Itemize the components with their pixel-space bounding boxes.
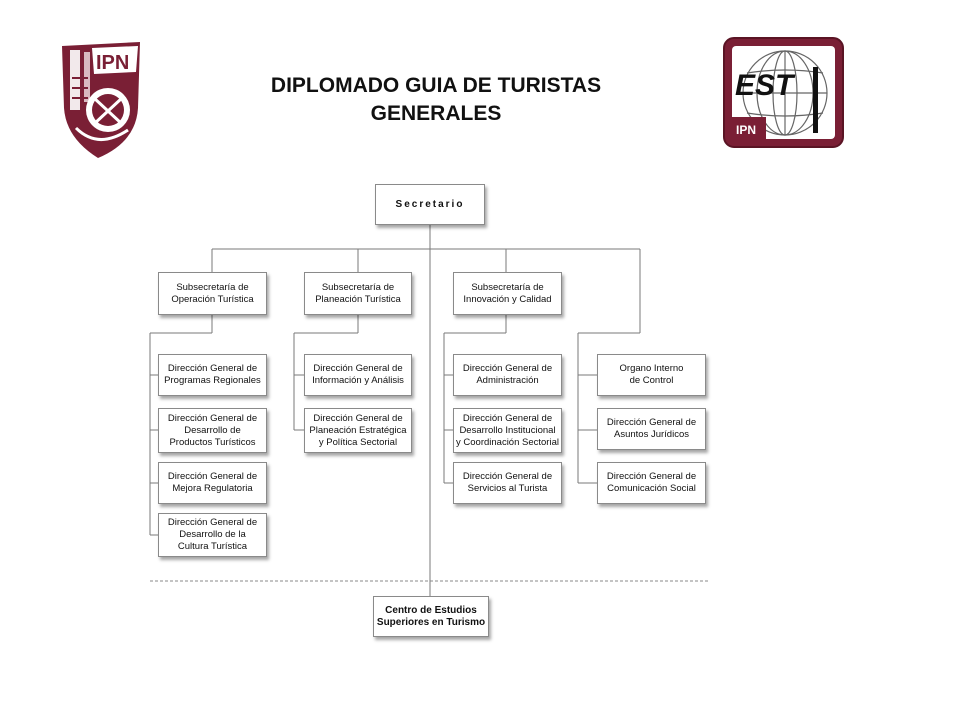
svg-text:EST: EST <box>735 69 796 102</box>
org-node-label: Cultura Turística <box>177 541 248 552</box>
org-node-label: Desarrollo de la <box>179 529 246 540</box>
org-node-label: Innovación y Calidad <box>463 293 552 305</box>
org-node-dg-comunicacion-social: Dirección General de Comunicación Social <box>597 462 706 504</box>
org-node-label: Comunicación Social <box>607 483 696 494</box>
org-node-label: Subsecretaría de <box>176 281 249 293</box>
org-node-subsecretaria-innovacion: Subsecretaría de Innovación y Calidad <box>453 272 562 315</box>
org-node-dg-planeacion-estrategica: Dirección General de Planeación Estratég… <box>304 408 412 453</box>
org-node-label: Dirección General de <box>606 471 697 482</box>
org-node-label: Dirección General de <box>462 363 553 374</box>
org-node-label: Centro de Estudios <box>385 604 477 616</box>
org-node-label: Dirección General de <box>462 471 553 482</box>
svg-text:IPN: IPN <box>736 123 756 137</box>
org-node-label: de Control <box>629 375 674 386</box>
org-node-label: Dirección General de <box>167 412 258 424</box>
org-node-label: Productos Turísticos <box>169 436 256 448</box>
org-node-organo-interno-control: Organo Interno de Control <box>597 354 706 396</box>
org-node-dg-cultura-turistica: Dirección General de Desarrollo de la Cu… <box>158 513 267 557</box>
est-logo: EST IPN <box>723 37 844 148</box>
org-node-dg-productos-turisticos: Dirección General de Desarrollo de Produ… <box>158 408 267 453</box>
org-node-dg-administracion: Dirección General de Administración <box>453 354 562 396</box>
page-title: DIPLOMADO GUIA DE TURISTAS GENERALES <box>230 72 642 128</box>
org-node-label: Subsecretaría de <box>471 281 544 293</box>
org-node-label: Servicios al Turista <box>467 483 548 494</box>
ipn-shield-icon: IPN <box>62 42 140 158</box>
org-node-label: Dirección General de <box>313 363 403 374</box>
org-node-label: Operación Turística <box>171 293 254 305</box>
est-globe-icon: EST IPN <box>723 37 844 148</box>
org-node-dg-programas-regionales: Dirección General de Programas Regionale… <box>158 354 267 396</box>
org-node-label: Planeación Estratégica <box>309 424 407 436</box>
org-node-label: Asuntos Jurídicos <box>614 429 689 440</box>
org-node-label: y Política Sectorial <box>318 436 398 448</box>
org-node-dg-desarrollo-institucional: Dirección General de Desarrollo Instituc… <box>453 408 562 453</box>
org-node-label: Programas Regionales <box>164 375 261 386</box>
org-node-label: Desarrollo de <box>184 424 241 436</box>
org-node-label: Mejora Regulatoria <box>172 483 253 494</box>
org-node-label: Administración <box>476 375 539 386</box>
org-node-label: Dirección General de <box>167 471 258 482</box>
org-node-dg-servicios-turista: Dirección General de Servicios al Turist… <box>453 462 562 504</box>
org-node-label: Desarrollo Institucional <box>459 424 556 436</box>
org-node-label: Organo Interno <box>619 363 684 374</box>
org-node-label: Planeación Turística <box>315 293 401 305</box>
org-node-centro-estudios: Centro de Estudios Superiores en Turismo <box>373 596 489 637</box>
org-node-dg-mejora-regulatoria: Dirección General de Mejora Regulatoria <box>158 462 267 504</box>
org-node-dg-asuntos-juridicos: Dirección General de Asuntos Jurídicos <box>597 408 706 450</box>
org-node-label: Información y Análisis <box>312 375 404 386</box>
org-node-label: Superiores en Turismo <box>376 616 486 628</box>
org-node-subsecretaria-planeacion: Subsecretaría de Planeación Turística <box>304 272 412 315</box>
org-node-label: Dirección General de <box>313 412 403 424</box>
svg-text:IPN: IPN <box>96 52 129 74</box>
ipn-logo: IPN <box>58 38 144 160</box>
org-node-dg-informacion-analisis: Dirección General de Información y Análi… <box>304 354 412 396</box>
org-node-label: Dirección General de <box>462 412 553 424</box>
org-node-label: y Coordinación Sectorial <box>456 436 559 448</box>
org-node-label: Secretario <box>395 198 465 210</box>
org-node-label: Dirección General de <box>167 517 258 528</box>
org-node-label: Subsecretaría de <box>321 281 395 293</box>
org-node-subsecretaria-operacion: Subsecretaría de Operación Turística <box>158 272 267 315</box>
org-node-label: Dirección General de <box>167 363 258 374</box>
title-line-2: GENERALES <box>370 102 502 125</box>
title-line-1: DIPLOMADO GUIA DE TURISTAS <box>270 74 602 97</box>
org-node-label: Dirección General de <box>606 417 697 428</box>
org-node-secretario: Secretario <box>375 184 485 225</box>
